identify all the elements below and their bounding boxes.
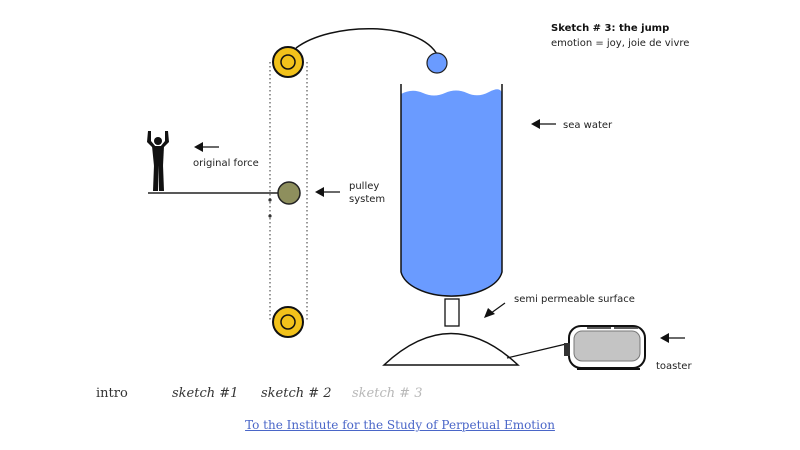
arrow-sea-water-icon <box>531 119 556 129</box>
arrow-toaster-icon <box>660 333 685 343</box>
label-sea-water: sea water <box>563 120 613 131</box>
arrow-surface-icon <box>484 302 506 318</box>
water-fill <box>401 89 502 297</box>
tank-neck <box>444 298 460 327</box>
nav-intro-link[interactable]: intro <box>96 386 128 401</box>
sketch-subtitle: emotion = joy, joie de vivre <box>551 38 689 49</box>
person-silhouette-icon <box>147 131 169 191</box>
nav-sketch-1-link[interactable]: sketch #1 <box>172 386 239 401</box>
arrow-original-force-icon <box>194 142 219 152</box>
toaster-cable <box>506 343 567 359</box>
top-wheel <box>272 46 304 78</box>
dome-base <box>382 332 520 366</box>
nav-sketch-2-link[interactable]: sketch # 2 <box>261 386 332 401</box>
tank-outline <box>400 84 503 297</box>
toaster-icon <box>564 325 646 370</box>
dotted-belt <box>268 62 308 322</box>
institute-link[interactable]: To the Institute for the Study of Perpet… <box>245 418 555 432</box>
nav-sketch-3-current: sketch # 3 <box>352 386 423 401</box>
pulley-disc <box>277 181 301 205</box>
arrow-pulley-icon <box>315 187 340 197</box>
jump-arc <box>295 28 439 57</box>
label-toaster: toaster <box>656 361 692 372</box>
bottom-wheel <box>272 306 304 338</box>
label-pulley: pulley <box>349 181 379 192</box>
blue-ball <box>426 52 448 74</box>
sketch-title: Sketch # 3: the jump <box>551 23 669 34</box>
label-system: system <box>349 194 385 205</box>
label-surface: semi permeable surface <box>514 294 635 305</box>
label-original-force: original force <box>193 158 259 169</box>
